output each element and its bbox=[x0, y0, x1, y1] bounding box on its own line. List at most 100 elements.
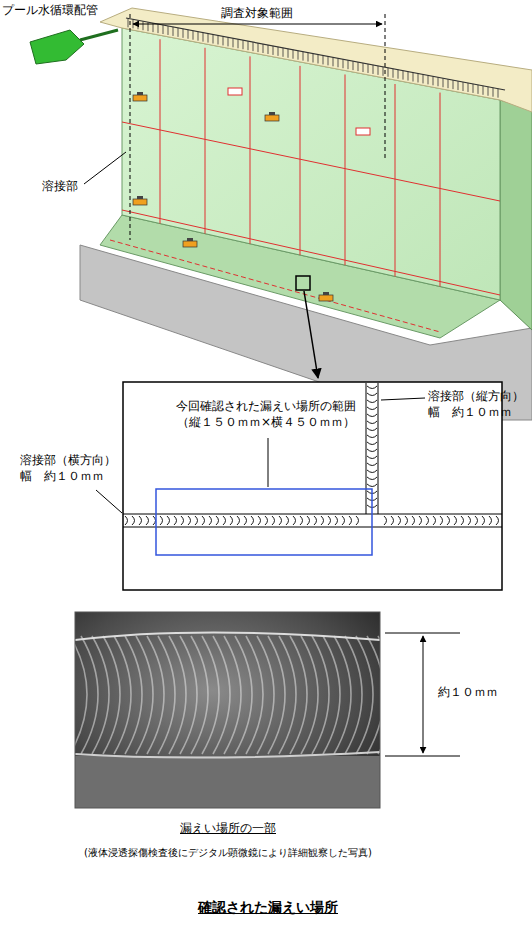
weld-line bbox=[395, 84, 396, 276]
rail-post bbox=[298, 51, 299, 60]
rail-post bbox=[168, 26, 169, 35]
vertical-weld-stroke bbox=[367, 407, 377, 410]
leader-line bbox=[96, 490, 122, 513]
weld-line bbox=[250, 56, 251, 243]
figure-caption: 確認された漏えい場所 bbox=[2, 898, 532, 917]
rail-post bbox=[178, 28, 179, 37]
pipe-riser bbox=[80, 30, 118, 40]
horizontal-weld-stroke bbox=[293, 516, 296, 525]
micrograph-stroke-stroke bbox=[213, 636, 230, 754]
vertical-weld-stroke bbox=[367, 456, 377, 459]
horizontal-weld-stroke bbox=[398, 516, 401, 525]
horizontal-weld-stroke bbox=[496, 516, 499, 525]
rail-post bbox=[228, 37, 229, 46]
micrograph bbox=[75, 612, 380, 808]
horizontal-weld-stroke bbox=[237, 516, 240, 525]
rail-post bbox=[468, 83, 469, 92]
rail-post bbox=[403, 71, 404, 80]
horizontal-weld-stroke bbox=[307, 516, 310, 525]
rail-post bbox=[223, 36, 224, 45]
horizontal-weld-stroke bbox=[139, 516, 142, 525]
horizontal-weld-stroke bbox=[146, 516, 149, 525]
vertical-weld-stroke bbox=[367, 449, 377, 452]
horizontal-weld-stroke bbox=[433, 516, 436, 525]
micrograph-stroke-stroke bbox=[103, 636, 120, 754]
rail-post bbox=[203, 33, 204, 42]
vertical-weld-stroke bbox=[367, 442, 377, 445]
weld-width-label: 溶接部（縦方向） 幅 約１０ｍｍ bbox=[428, 388, 528, 420]
weld-line bbox=[122, 210, 500, 295]
micrograph-stroke-stroke bbox=[224, 636, 241, 754]
rail-post bbox=[268, 45, 269, 54]
rail-bar bbox=[126, 18, 505, 90]
rail-post bbox=[183, 29, 184, 38]
weld-label: 溶接部 bbox=[42, 178, 78, 194]
circulation-pipe bbox=[30, 30, 84, 64]
horizontal-weld-stroke bbox=[440, 516, 443, 525]
horizontal-weld-stroke bbox=[454, 516, 457, 525]
rail-post bbox=[128, 18, 129, 27]
rail-post bbox=[303, 52, 304, 61]
rail-post bbox=[473, 84, 474, 93]
leader-line bbox=[381, 398, 425, 400]
device-stroke bbox=[133, 199, 147, 205]
micrograph-stroke-stroke bbox=[279, 636, 296, 754]
rail-post bbox=[333, 57, 334, 66]
micrograph-stroke-stroke bbox=[323, 636, 340, 754]
horizontal-weld-stroke bbox=[461, 516, 464, 525]
horizontal-weld-stroke bbox=[482, 516, 485, 525]
horizontal-weld-stroke bbox=[223, 516, 226, 525]
rail-post bbox=[198, 32, 199, 41]
rail-post bbox=[143, 21, 144, 30]
rail-post bbox=[418, 73, 419, 82]
micrograph-stroke bbox=[75, 612, 380, 808]
rail-post bbox=[483, 86, 484, 95]
pipe-label: プール水循環配管 bbox=[2, 2, 98, 18]
device-stroke bbox=[323, 292, 329, 295]
horizontal-weld-stroke bbox=[202, 516, 205, 525]
horizontal-weld-stroke bbox=[125, 516, 128, 525]
detail-marker bbox=[296, 276, 310, 290]
horizontal-weld-stroke bbox=[349, 516, 352, 525]
micrograph-stroke-stroke bbox=[356, 636, 373, 754]
micrograph-stroke bbox=[75, 633, 380, 758]
horizontal-weld-stroke bbox=[286, 516, 289, 525]
rail-post bbox=[193, 31, 194, 40]
horizontal-weld-stroke bbox=[209, 516, 212, 525]
rail-post bbox=[463, 82, 464, 91]
leak-range-label: 今回確認された漏えい場所の範囲 （縦１５０ｍｍ×横４５０ｍｍ） bbox=[166, 398, 366, 430]
horizontal-weld-stroke bbox=[405, 516, 408, 525]
horizontal-weld-stroke bbox=[123, 514, 502, 515]
pool-deck bbox=[100, 8, 532, 112]
micrograph-stroke-stroke bbox=[345, 636, 362, 754]
rail-post bbox=[208, 34, 209, 43]
vertical-weld-stroke bbox=[367, 421, 377, 424]
device-stroke bbox=[133, 95, 147, 101]
rail-post bbox=[353, 61, 354, 70]
micrograph-stroke-stroke bbox=[257, 636, 274, 754]
rail-post bbox=[443, 78, 444, 87]
rail-post bbox=[358, 62, 359, 71]
vertical-weld-stroke bbox=[367, 393, 377, 396]
rail-post bbox=[498, 89, 499, 98]
horizontal-weld-stroke bbox=[314, 516, 317, 525]
rail-post bbox=[238, 39, 239, 48]
rail-post bbox=[213, 35, 214, 44]
horizontal-weld-stroke bbox=[489, 516, 492, 525]
rail-post bbox=[438, 77, 439, 86]
range-label: 調査対象範囲 bbox=[218, 5, 296, 21]
rail-post bbox=[433, 76, 434, 85]
device-stroke bbox=[137, 92, 143, 95]
rail-post bbox=[188, 30, 189, 39]
weld-lines bbox=[110, 39, 500, 332]
vertical-weld-stroke bbox=[378, 383, 379, 514]
horizontal-weld-stroke bbox=[160, 516, 163, 525]
micrograph-stroke-stroke bbox=[75, 752, 380, 758]
vertical-weld-stroke bbox=[367, 400, 377, 403]
rail-post bbox=[383, 67, 384, 76]
rail-post bbox=[413, 73, 414, 82]
rail-post bbox=[393, 69, 394, 78]
rail-post bbox=[423, 74, 424, 83]
rail-post bbox=[273, 46, 274, 55]
